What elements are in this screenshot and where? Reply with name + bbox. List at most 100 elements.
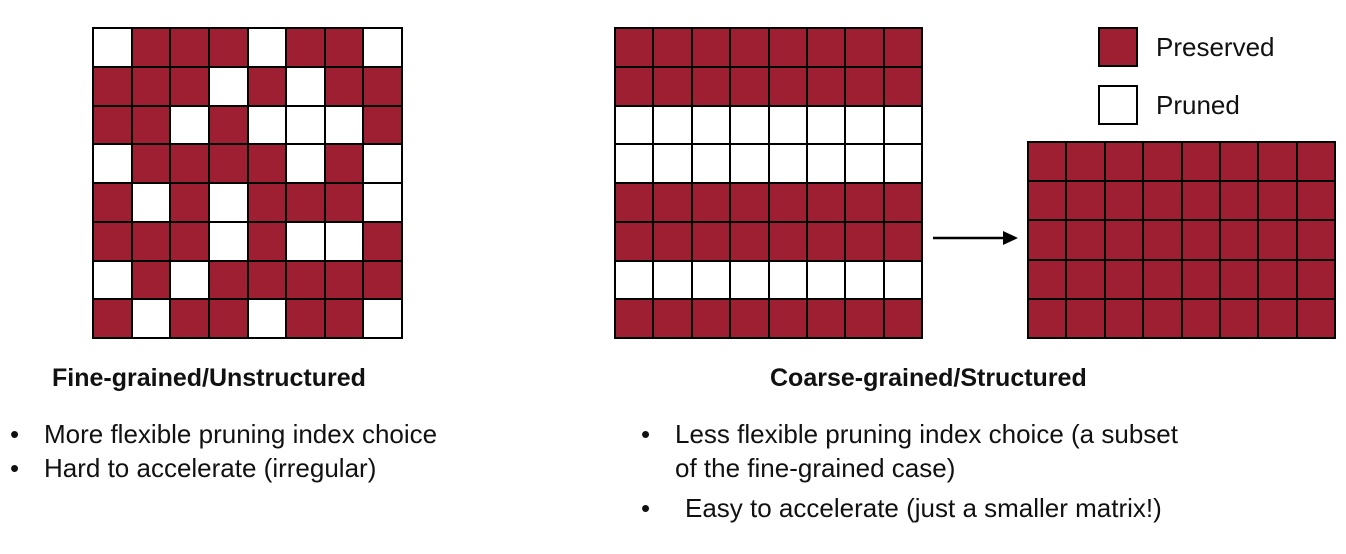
preserved-cell — [807, 184, 845, 221]
preserved-cell — [654, 300, 691, 337]
bullet-dot-icon: • — [641, 493, 651, 523]
coarse-grained-bullet-list: •Less flexible pruning index choice (a s… — [641, 417, 1291, 525]
pruned-cell — [287, 145, 324, 182]
preserved-cell — [846, 300, 883, 337]
preserved-cell — [287, 184, 324, 221]
bullet-text: of the fine-grained case) — [675, 453, 956, 483]
preserved-cell — [1144, 182, 1181, 220]
preserved-cell — [769, 29, 806, 66]
preserved-cell — [731, 222, 768, 260]
bullet-text: More flexible pruning index choice — [44, 419, 438, 449]
pruned-cell — [248, 106, 286, 144]
preserved-cell — [769, 222, 806, 260]
preserved-cell — [654, 67, 691, 105]
preserved-cell — [248, 67, 286, 105]
preserved-cell — [325, 29, 363, 66]
pruned-cell — [209, 184, 247, 221]
bullet-dot-icon: • — [10, 453, 20, 483]
preserved-cell — [1259, 299, 1296, 337]
preserved-cell — [248, 184, 286, 221]
preserved-cell — [731, 300, 768, 337]
legend-pruned-swatch — [1098, 85, 1138, 125]
right-arrow-icon — [933, 231, 1018, 245]
preserved-cell — [287, 300, 324, 337]
preserved-cell — [171, 29, 208, 66]
preserved-cell — [654, 184, 691, 221]
preserved-cell — [1297, 221, 1334, 259]
pruned-cell — [325, 106, 363, 144]
preserved-cell — [132, 106, 170, 144]
preserved-cell — [616, 67, 653, 105]
preserved-cell — [1259, 143, 1296, 181]
preserved-cell — [1297, 299, 1334, 337]
fine-grained-bullet-list: •More flexible pruning index choice •Har… — [10, 417, 570, 485]
coarse-grained-title: Coarse-grained/Structured — [770, 364, 1087, 392]
preserved-cell — [1182, 182, 1219, 220]
pruned-cell — [287, 106, 324, 144]
preserved-cell — [1144, 221, 1181, 259]
preserved-cell — [846, 29, 883, 66]
pruned-cell — [364, 145, 401, 182]
preserved-cell — [171, 184, 208, 221]
preserved-cell — [846, 222, 883, 260]
preserved-cell — [692, 184, 730, 221]
pruned-cell — [616, 145, 653, 182]
preserved-cell — [364, 222, 401, 260]
preserved-cell — [1220, 143, 1258, 181]
preserved-cell — [94, 300, 131, 337]
preserved-cell — [616, 222, 653, 260]
pruned-cell — [94, 145, 131, 182]
preserved-cell — [1105, 299, 1143, 337]
compressed-matrix — [1027, 141, 1336, 339]
pruned-cell — [209, 222, 247, 260]
preserved-cell — [209, 106, 247, 144]
preserved-cell — [132, 67, 170, 105]
pruned-cell — [884, 145, 921, 182]
preserved-cell — [1259, 260, 1296, 298]
preserved-cell — [1067, 260, 1104, 298]
preserved-cell — [132, 29, 170, 66]
preserved-cell — [248, 222, 286, 260]
preserved-cell — [692, 300, 730, 337]
preserved-cell — [1182, 143, 1219, 181]
preserved-cell — [846, 67, 883, 105]
preserved-cell — [325, 184, 363, 221]
preserved-cell — [807, 29, 845, 66]
preserved-cell — [248, 145, 286, 182]
fine-grained-title: Fine-grained/Unstructured — [52, 364, 366, 392]
preserved-cell — [1220, 299, 1258, 337]
preserved-cell — [884, 222, 921, 260]
preserved-cell — [1067, 182, 1104, 220]
preserved-cell — [364, 106, 401, 144]
pruned-cell — [731, 106, 768, 144]
pruned-cell — [132, 300, 170, 337]
preserved-cell — [94, 106, 131, 144]
preserved-cell — [287, 261, 324, 299]
pruned-cell — [769, 106, 806, 144]
preserved-cell — [1144, 299, 1181, 337]
pruned-cell — [171, 261, 208, 299]
preserved-cell — [1297, 143, 1334, 181]
preserved-cell — [807, 300, 845, 337]
pruned-cell — [94, 261, 131, 299]
bullet-text: Easy to accelerate (just a smaller matri… — [685, 493, 1162, 523]
bullet-dot-icon: • — [10, 419, 20, 449]
pruned-cell — [846, 106, 883, 144]
preserved-cell — [171, 222, 208, 260]
preserved-cell — [1182, 299, 1219, 337]
pruned-cell — [171, 106, 208, 144]
preserved-cell — [1259, 221, 1296, 259]
preserved-cell — [1029, 143, 1066, 181]
preserved-cell — [1220, 221, 1258, 259]
pruned-cell — [248, 29, 286, 66]
preserved-cell — [846, 184, 883, 221]
fine-grained-matrix — [92, 27, 403, 339]
preserved-cell — [1297, 182, 1334, 220]
bullet-item: •Less flexible pruning index choice (a s… — [641, 417, 1291, 451]
preserved-cell — [1105, 182, 1143, 220]
preserved-cell — [209, 300, 247, 337]
preserved-cell — [1105, 143, 1143, 181]
pruned-cell — [94, 29, 131, 66]
pruned-cell — [807, 106, 845, 144]
preserved-cell — [1029, 260, 1066, 298]
